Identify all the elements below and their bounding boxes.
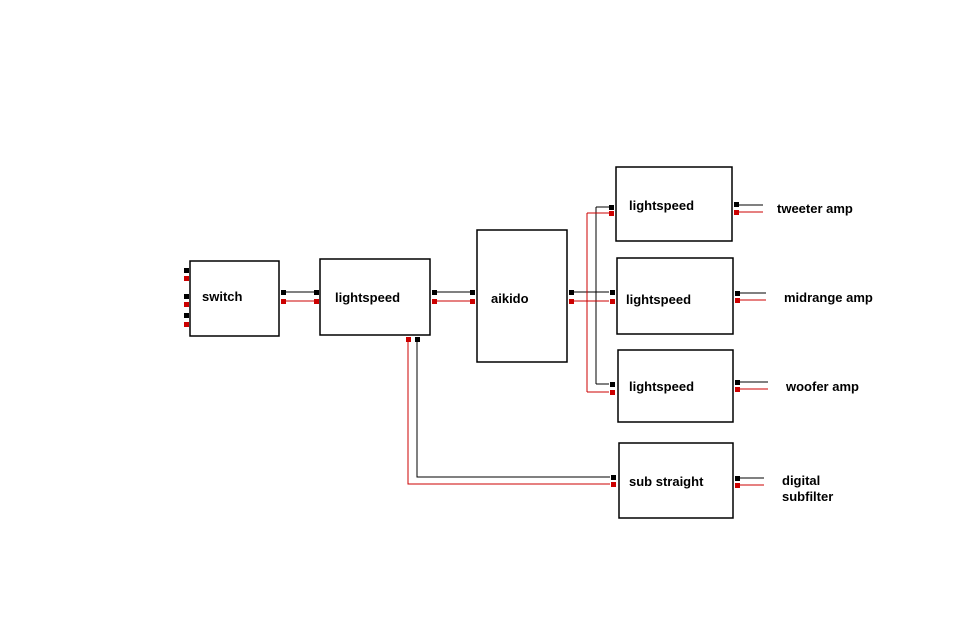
terminal-ls-tweeter-in-black	[609, 205, 614, 210]
block-sub-straight: sub straight	[618, 442, 734, 519]
terminal-switch-in-1-red	[184, 276, 189, 281]
block-switch-outline	[189, 260, 280, 337]
block-lightspeed-midrange-label: lightspeed	[626, 292, 691, 307]
terminal-ls-tweeter-out-black	[734, 202, 739, 207]
terminal-switch-in-1-black	[184, 268, 189, 273]
block-sub-straight-outline	[618, 442, 734, 519]
block-aikido-outline	[476, 229, 568, 363]
block-lightspeed-tweeter: lightspeed	[615, 166, 733, 242]
block-lightspeed-tweeter-label: lightspeed	[629, 198, 694, 213]
block-lightspeed-woofer-outline	[617, 349, 734, 423]
wire-sub-black	[416, 342, 610, 478]
block-lightspeed-midrange: lightspeed	[616, 257, 734, 335]
wire-sub-red	[407, 342, 610, 485]
terminal-ls-tweeter-out-red	[734, 210, 739, 215]
output-label-sub-line2: subfilter	[782, 489, 833, 504]
block-lightspeed-main-label: lightspeed	[335, 290, 400, 305]
output-labels: tweeter amp midrange amp woofer amp digi…	[777, 201, 873, 504]
block-lightspeed-main: lightspeed	[319, 258, 431, 336]
terminal-ls-woofer-out-red	[735, 387, 740, 392]
terminal-switch-in-3-red	[184, 322, 189, 327]
block-lightspeed-woofer: lightspeed	[617, 349, 734, 423]
block-lightspeed-main-outline	[319, 258, 431, 336]
terminal-aikido-out-red	[569, 299, 574, 304]
terminal-switch-in-2-black	[184, 294, 189, 299]
block-aikido-label: aikido	[491, 291, 529, 306]
output-label-midrange: midrange amp	[784, 290, 873, 305]
terminal-ls-main-bottom-black	[415, 337, 420, 342]
terminal-ls-main-out-red	[432, 299, 437, 304]
block-sub-straight-label: sub straight	[629, 474, 704, 489]
block-switch-label: switch	[202, 289, 243, 304]
terminal-ls-midrange-out-red	[735, 298, 740, 303]
block-switch: switch	[189, 260, 280, 337]
terminal-sub-in-black	[611, 475, 616, 480]
block-lightspeed-midrange-outline	[616, 257, 734, 335]
terminal-ls-tweeter-in-red	[609, 211, 614, 216]
terminal-aikido-in-black	[470, 290, 475, 295]
terminal-sub-out-red	[735, 483, 740, 488]
terminal-switch-in-2-red	[184, 302, 189, 307]
terminal-ls-main-out-black	[432, 290, 437, 295]
terminals	[184, 202, 740, 488]
terminal-switch-out-black	[281, 290, 286, 295]
block-lightspeed-woofer-label: lightspeed	[629, 379, 694, 394]
block-aikido: aikido	[476, 229, 568, 363]
terminal-ls-main-in-red	[314, 299, 319, 304]
terminal-ls-midrange-in-black	[610, 290, 615, 295]
output-label-sub-line1: digital	[782, 473, 820, 488]
wires-sub-path	[407, 342, 610, 485]
terminal-ls-midrange-in-red	[610, 299, 615, 304]
terminal-aikido-out-black	[569, 290, 574, 295]
terminal-ls-main-bottom-red	[406, 337, 411, 342]
wires-outputs	[739, 204, 768, 486]
terminal-ls-midrange-out-black	[735, 291, 740, 296]
terminal-aikido-in-red	[470, 299, 475, 304]
output-label-woofer: woofer amp	[785, 379, 859, 394]
terminal-switch-in-3-black	[184, 313, 189, 318]
block-lightspeed-tweeter-outline	[615, 166, 733, 242]
terminal-ls-woofer-out-black	[735, 380, 740, 385]
terminal-sub-in-red	[611, 482, 616, 487]
terminal-ls-main-in-black	[314, 290, 319, 295]
terminal-switch-out-red	[281, 299, 286, 304]
wires-aikido-fanout	[574, 206, 609, 393]
terminal-ls-woofer-in-red	[610, 390, 615, 395]
terminal-sub-out-black	[735, 476, 740, 481]
terminal-ls-woofer-in-black	[610, 382, 615, 387]
wires-main-chain	[285, 291, 471, 302]
output-label-tweeter: tweeter amp	[777, 201, 853, 216]
